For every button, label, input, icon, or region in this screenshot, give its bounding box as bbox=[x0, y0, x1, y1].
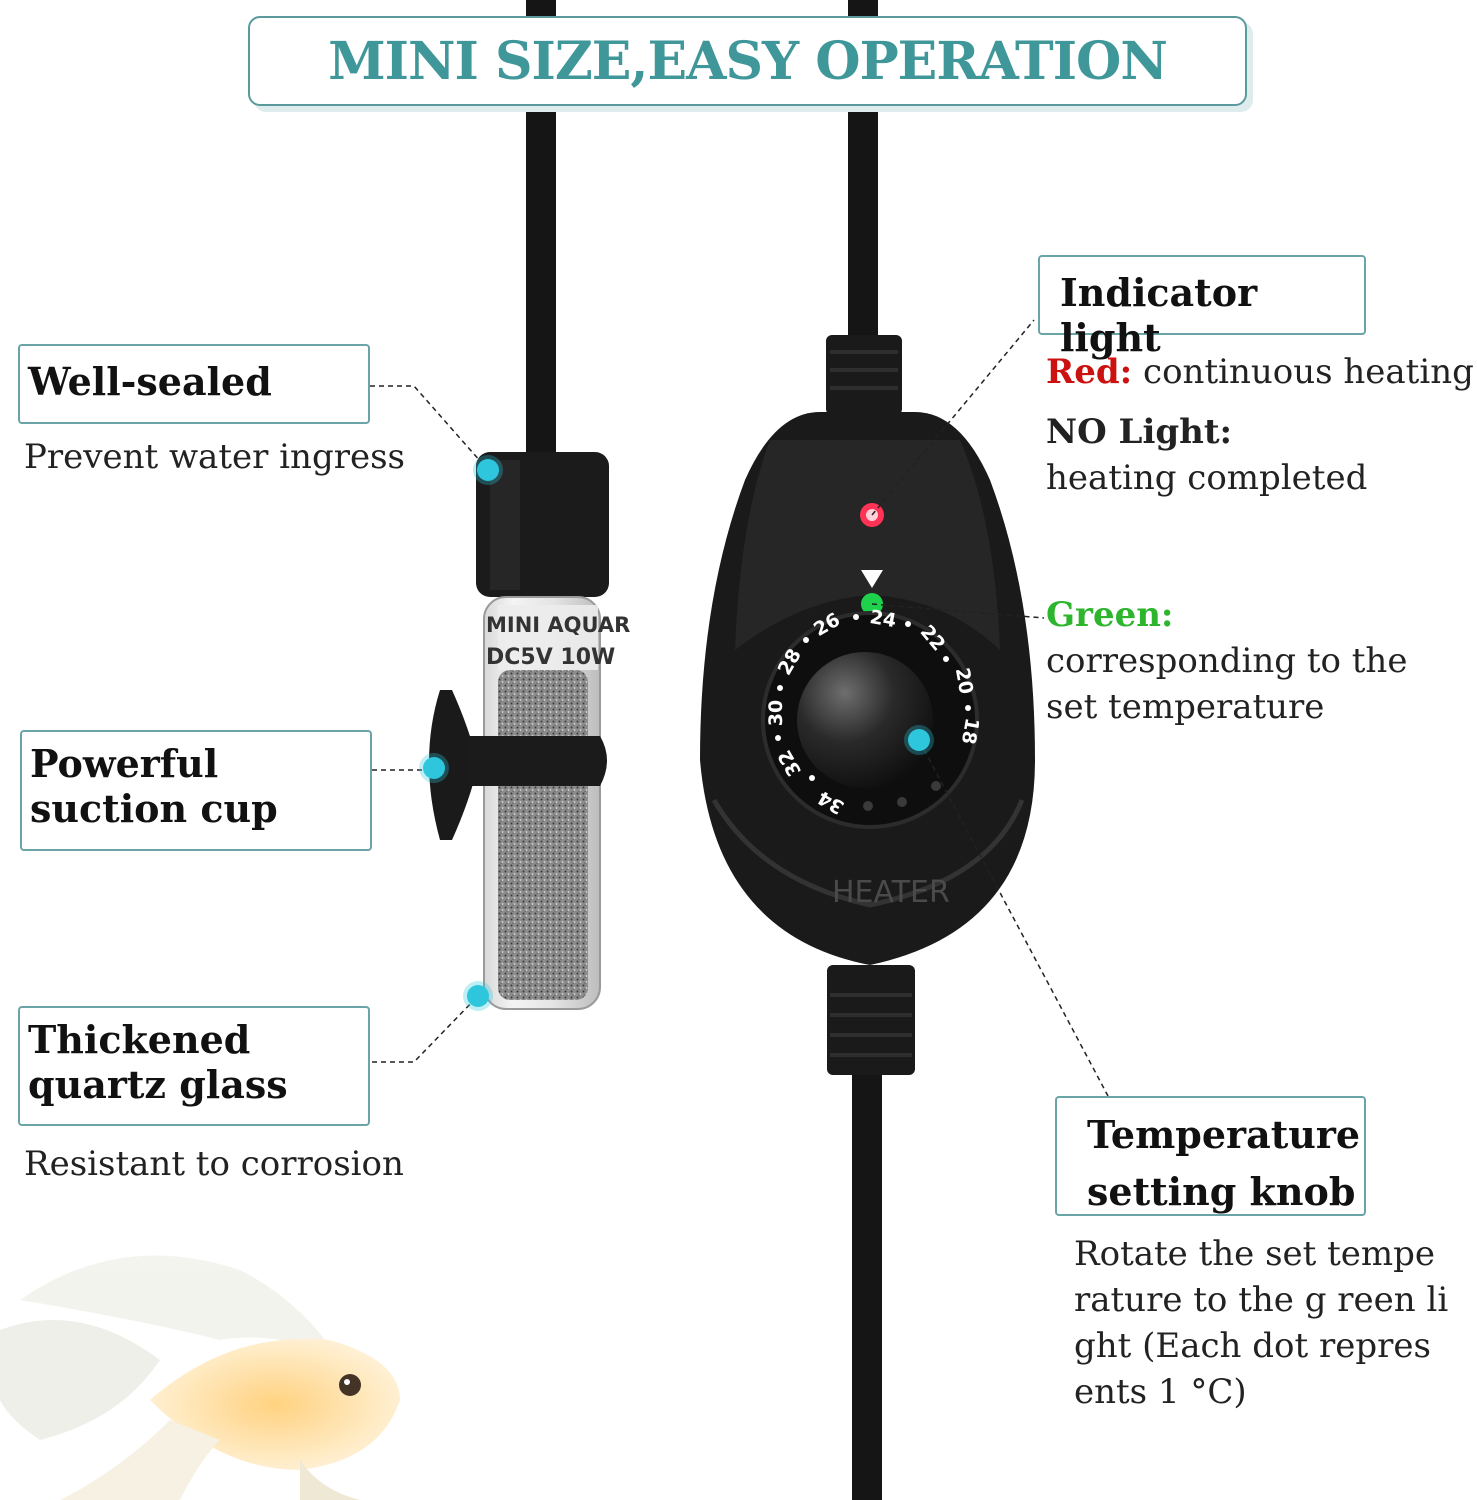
well-sealed-title: Well-sealed bbox=[28, 359, 272, 404]
nolight-desc: heating completed bbox=[1046, 457, 1368, 498]
page-title: MINI SIZE,EASY OPERATION bbox=[328, 30, 1168, 92]
well-sealed-marker bbox=[477, 459, 499, 481]
indicator-nolight: NO Light: heating completed bbox=[1046, 410, 1466, 502]
knob-label: Temperature setting knob bbox=[1055, 1096, 1366, 1216]
knob-desc: Rotate the set temperature to the g reen… bbox=[1074, 1234, 1449, 1412]
controller-print: HEATER bbox=[832, 875, 950, 910]
dial-number: 30 bbox=[765, 700, 787, 726]
green-note: Green: corresponding to the set temperat… bbox=[1046, 593, 1456, 731]
dial-dark-dots bbox=[863, 781, 941, 811]
heater-print-line1: MINI AQUAR bbox=[486, 613, 630, 637]
knob-title: Temperature setting knob bbox=[1087, 1112, 1361, 1214]
quartz-title: Thickened quartz glass bbox=[28, 1017, 288, 1107]
quartz-desc: Resistant to corrosion bbox=[24, 1144, 404, 1184]
knob-marker bbox=[908, 729, 930, 751]
suction-marker bbox=[423, 757, 445, 779]
suction-label: Powerful suction cup bbox=[20, 730, 372, 851]
red-desc: continuous heating bbox=[1143, 352, 1474, 392]
indicator-label: Indicator light bbox=[1038, 255, 1366, 360]
dial-knob bbox=[797, 652, 933, 788]
leader-lines bbox=[370, 319, 1109, 1097]
indicator-red-line: Red: continuous heating bbox=[1046, 350, 1474, 396]
green-label: Green: bbox=[1046, 595, 1174, 635]
green-desc: corresponding to the set temperature bbox=[1046, 640, 1408, 727]
nolight-label: NO Light: bbox=[1046, 412, 1233, 452]
strain-relief-top bbox=[826, 335, 902, 415]
suction-clip bbox=[470, 736, 607, 786]
dial-number: 20 bbox=[951, 666, 977, 696]
dial-number: 18 bbox=[957, 716, 983, 746]
pointer-triangle bbox=[861, 570, 883, 588]
dial-dots bbox=[775, 614, 971, 781]
well-sealed-desc: Prevent water ingress bbox=[24, 437, 405, 477]
dial-number: 24 bbox=[868, 606, 898, 632]
red-label: Red: bbox=[1046, 352, 1133, 392]
heater-print-line2: DC5V 10W bbox=[486, 645, 615, 670]
suction-cup bbox=[429, 690, 478, 840]
quartz-label: Thickened quartz glass bbox=[18, 1006, 370, 1126]
goldfish bbox=[0, 1255, 400, 1500]
title-banner: MINI SIZE,EASY OPERATION bbox=[248, 16, 1247, 106]
well-sealed-label: Well-sealed bbox=[18, 344, 370, 424]
strain-relief-bottom bbox=[827, 965, 915, 1075]
indicator-title: Indicator light bbox=[1060, 270, 1258, 360]
controller-cable-bottom bbox=[852, 1075, 882, 1500]
quartz-marker bbox=[467, 985, 489, 1007]
heater-element bbox=[498, 670, 588, 1000]
suction-title: Powerful suction cup bbox=[30, 741, 278, 831]
